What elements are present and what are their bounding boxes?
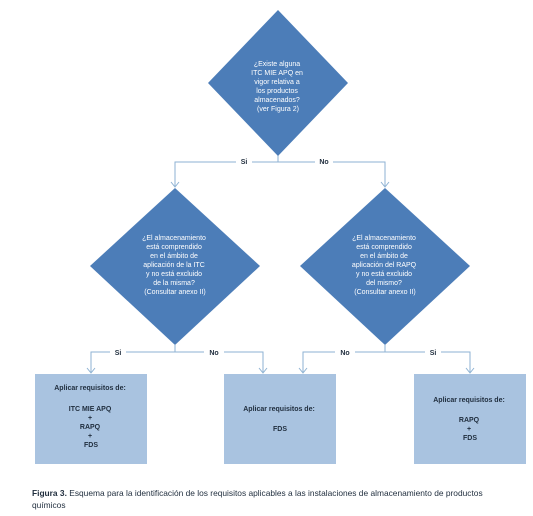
figure-caption-lead: Figura 3. <box>32 488 67 498</box>
result-left-line: FDS <box>84 442 98 449</box>
figure-caption-text: Esquema para la identificación de los re… <box>32 488 483 510</box>
decision-left-line: y no está excluido <box>146 271 202 278</box>
arrowhead-left-question <box>170 181 180 188</box>
result-left-line: ITC MIE APQ <box>69 406 112 413</box>
decision-top-line: (ver Figura 2) <box>257 106 299 113</box>
result-right-line: FDS <box>463 435 477 442</box>
result-left-title: Aplicar requisitos de: <box>54 385 126 392</box>
decision-left-line: (Consultar anexo II) <box>144 289 205 296</box>
decision-left-line: aplicación de la ITC <box>143 262 204 269</box>
decision-right-line: ¿El almacenamiento <box>352 235 416 242</box>
decision-diamond-right <box>300 188 470 345</box>
decision-text-left: ¿El almacenamiento está comprendido en e… <box>142 235 208 296</box>
arrowhead-middle-box-right <box>298 367 308 374</box>
figure-caption: Figura 3. Esquema para la identificación… <box>32 488 512 511</box>
edge-label-top-yes: Si <box>241 159 248 166</box>
arrowhead-middle-box-left <box>258 367 268 374</box>
connector-top-split-right <box>278 161 386 186</box>
result-right-line: + <box>467 426 471 433</box>
result-middle-line: FDS <box>273 426 287 433</box>
edge-labels: Si No Si No No Si <box>110 156 441 358</box>
decision-right-line: (Consultar anexo II) <box>354 289 415 296</box>
decision-right-line: y no está excluido <box>356 271 412 278</box>
decision-left-line: en el ámbito de <box>150 253 198 260</box>
result-text-left: Aplicar requisitos de: ITC MIE APQ + RAP… <box>54 385 128 449</box>
result-middle-title: Aplicar requisitos de: <box>243 406 315 413</box>
decision-left-line: está comprendido <box>146 244 202 251</box>
decision-diamond-top <box>208 10 348 156</box>
connector-left-split <box>90 345 176 372</box>
flowchart: Si No Si No No Si ¿Existe alguna ITC MIE… <box>35 10 526 464</box>
decision-right-line: aplicación del RAPQ <box>352 262 417 269</box>
result-text-right: Aplicar requisitos de: RAPQ + FDS <box>433 397 507 442</box>
arrowhead-left-box <box>86 367 96 374</box>
decision-top-line: vigor relativa a <box>254 79 300 86</box>
decision-top-line: los productos <box>256 88 298 95</box>
decision-left-line: de la misma? <box>153 280 195 287</box>
edge-label-left-no: No <box>209 350 218 357</box>
arrowhead-right-box <box>465 367 475 374</box>
decision-top-line: ¿Existe alguna <box>254 61 300 68</box>
result-left-line: + <box>88 433 92 440</box>
decision-right-line: del mismo? <box>366 280 402 287</box>
decision-text-top: ¿Existe alguna ITC MIE APQ en vigor rela… <box>251 61 305 113</box>
edge-label-right-yes: Si <box>430 350 437 357</box>
decision-top-line: ITC MIE APQ en <box>251 70 303 77</box>
edge-label-top-no: No <box>319 159 328 166</box>
decision-text-right: ¿El almacenamiento está comprendido en e… <box>352 235 418 296</box>
result-box-right <box>414 374 526 464</box>
result-left-line: RAPQ <box>80 424 101 431</box>
decision-right-line: en el ámbito de <box>360 253 408 260</box>
result-box-left <box>35 374 147 464</box>
decision-left-line: ¿El almacenamiento <box>142 235 206 242</box>
decision-right-line: está comprendido <box>356 244 412 251</box>
connector-top-split <box>174 155 279 186</box>
edge-label-left-yes: Si <box>115 350 122 357</box>
decision-diamond-left <box>90 188 260 345</box>
decision-top-line: almacenados? <box>254 97 300 104</box>
edge-label-right-no: No <box>340 350 349 357</box>
arrowhead-right-question <box>380 181 390 188</box>
result-left-line: + <box>88 415 92 422</box>
result-text-middle: Aplicar requisitos de: FDS <box>243 406 317 433</box>
result-right-line: RAPQ <box>459 417 480 424</box>
result-right-title: Aplicar requisitos de: <box>433 397 505 404</box>
result-box-middle <box>224 374 336 464</box>
connector-right-split-right <box>385 351 471 372</box>
